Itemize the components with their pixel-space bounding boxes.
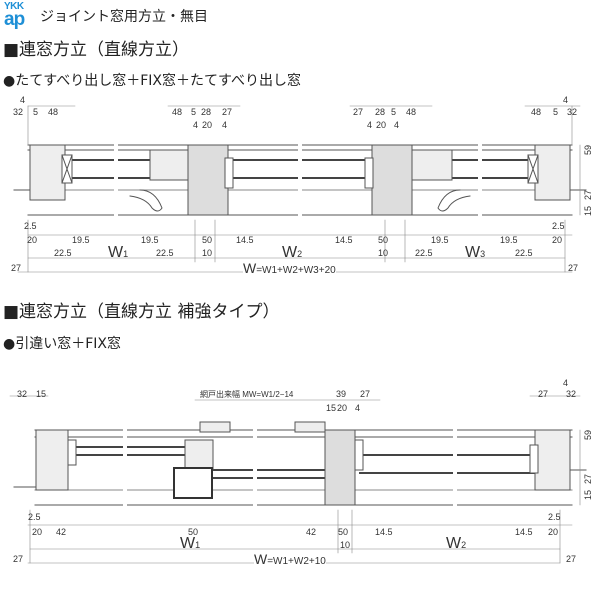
- dim-label: 50: [202, 235, 213, 245]
- dim-label: 4: [355, 403, 361, 413]
- dim-label: 14.5: [375, 527, 393, 537]
- dim-label: 10: [340, 540, 351, 550]
- dim-label: 10: [378, 248, 389, 258]
- dim-label: 27: [566, 554, 577, 564]
- dim-label: 27: [360, 389, 371, 399]
- dim-label: 19.5: [72, 235, 90, 245]
- dim-label: 4: [222, 120, 228, 130]
- dim-label: 22.5: [54, 248, 72, 258]
- dim-label: 15: [36, 389, 47, 399]
- dim-label: 48: [406, 107, 417, 117]
- width-label-w3: W3: [465, 244, 486, 261]
- dim-label: 2.5: [552, 221, 565, 231]
- dim-label: 22.5: [156, 248, 174, 258]
- dim-label: 48: [172, 107, 183, 117]
- drawing1-breaks: [114, 138, 482, 222]
- dim-label: 5: [553, 107, 559, 117]
- dim-label: 32: [13, 107, 24, 117]
- dim-label: 59: [583, 144, 593, 155]
- drawing2-frame: [13, 421, 587, 506]
- dim-label: 20: [376, 120, 387, 130]
- dim-label: 27: [11, 263, 22, 273]
- dim-label: 10: [202, 248, 213, 258]
- dim-label: 19.5: [431, 235, 449, 245]
- dim-label: 2.5: [28, 512, 41, 522]
- dim-label: 32: [567, 107, 578, 117]
- dim-label: 50: [188, 527, 199, 537]
- dim-label: 22.5: [415, 248, 433, 258]
- section1-heading: ■連窓方立（直線方立）: [3, 40, 190, 60]
- dim-label: 32: [17, 389, 28, 399]
- dim-label: 22.5: [515, 248, 533, 258]
- dim-label: 27: [353, 107, 364, 117]
- dim-label: 14.5: [515, 527, 533, 537]
- width-label-w2: W2: [446, 535, 467, 552]
- dim-label: 27: [568, 263, 579, 273]
- dim-label: 20: [337, 403, 348, 413]
- width-label-w1: W1: [108, 244, 129, 261]
- dim-label: 32: [566, 389, 577, 399]
- dim-label: 19.5: [141, 235, 159, 245]
- dim-label: 28: [375, 107, 386, 117]
- dim-label: 42: [56, 527, 67, 537]
- dim-label: 15: [583, 205, 593, 216]
- screen-width-label: 網戸出来幅 MW=W1/2−14: [200, 390, 294, 399]
- dim-label: 27: [583, 189, 593, 200]
- dim-label: 5: [191, 107, 197, 117]
- dim-label: 4: [20, 95, 26, 105]
- dim-label: 14.5: [335, 235, 353, 245]
- drawing2-dimension-lines: [9, 395, 581, 564]
- total-width-formula: W=W1+W2+10: [254, 551, 326, 567]
- dim-label: 2.5: [24, 221, 37, 231]
- dim-label: 15: [583, 489, 593, 500]
- width-label-w1: W1: [180, 535, 201, 552]
- dim-label: 4: [367, 120, 373, 130]
- dim-label: 42: [306, 527, 317, 537]
- dim-label: 4: [394, 120, 400, 130]
- ykk-ap-logo: YKK ap: [4, 1, 36, 30]
- dim-label: 5: [391, 107, 397, 117]
- dim-label: 2.5: [548, 512, 561, 522]
- dim-label: 59: [583, 429, 593, 440]
- dim-label: 48: [531, 107, 542, 117]
- dim-label: 20: [27, 235, 38, 245]
- dim-label: 28: [201, 107, 212, 117]
- dim-label: 50: [378, 235, 389, 245]
- dim-label: 4: [563, 378, 569, 388]
- total-width-formula: W=W1+W2+W3+20: [243, 260, 336, 276]
- section2-subheading: ●引違い窓＋FIX窓: [3, 336, 121, 352]
- dim-label: 14.5: [236, 235, 254, 245]
- dim-label: 27: [13, 554, 24, 564]
- logo-top: YKK: [4, 1, 24, 12]
- section2-heading: ■連窓方立（直線方立 補強タイプ）: [3, 302, 280, 322]
- dim-label: 5: [33, 107, 39, 117]
- logo-bottom: ap: [4, 9, 25, 30]
- dim-label: 15: [326, 403, 337, 413]
- dim-label: 20: [548, 527, 559, 537]
- dim-label: 20: [202, 120, 213, 130]
- dim-label: 27: [538, 389, 549, 399]
- dim-label: 27: [222, 107, 233, 117]
- dim-label: 20: [32, 527, 43, 537]
- dim-label: 4: [193, 120, 199, 130]
- dim-label: 20: [552, 235, 563, 245]
- dim-label: 50: [338, 527, 349, 537]
- drawing2-breaks: [123, 416, 457, 512]
- dim-label: 27: [583, 473, 593, 484]
- section1-subheading: ●たてすべり出し窓＋FIX窓＋たてすべり出し窓: [3, 73, 302, 89]
- dim-label: 4: [563, 95, 569, 105]
- dim-label: 39: [336, 389, 347, 399]
- dim-label: 19.5: [500, 235, 518, 245]
- dim-label: 48: [48, 107, 59, 117]
- width-label-w2: W2: [282, 244, 303, 261]
- page-title: ジョイント窓用方立・無目: [40, 9, 208, 25]
